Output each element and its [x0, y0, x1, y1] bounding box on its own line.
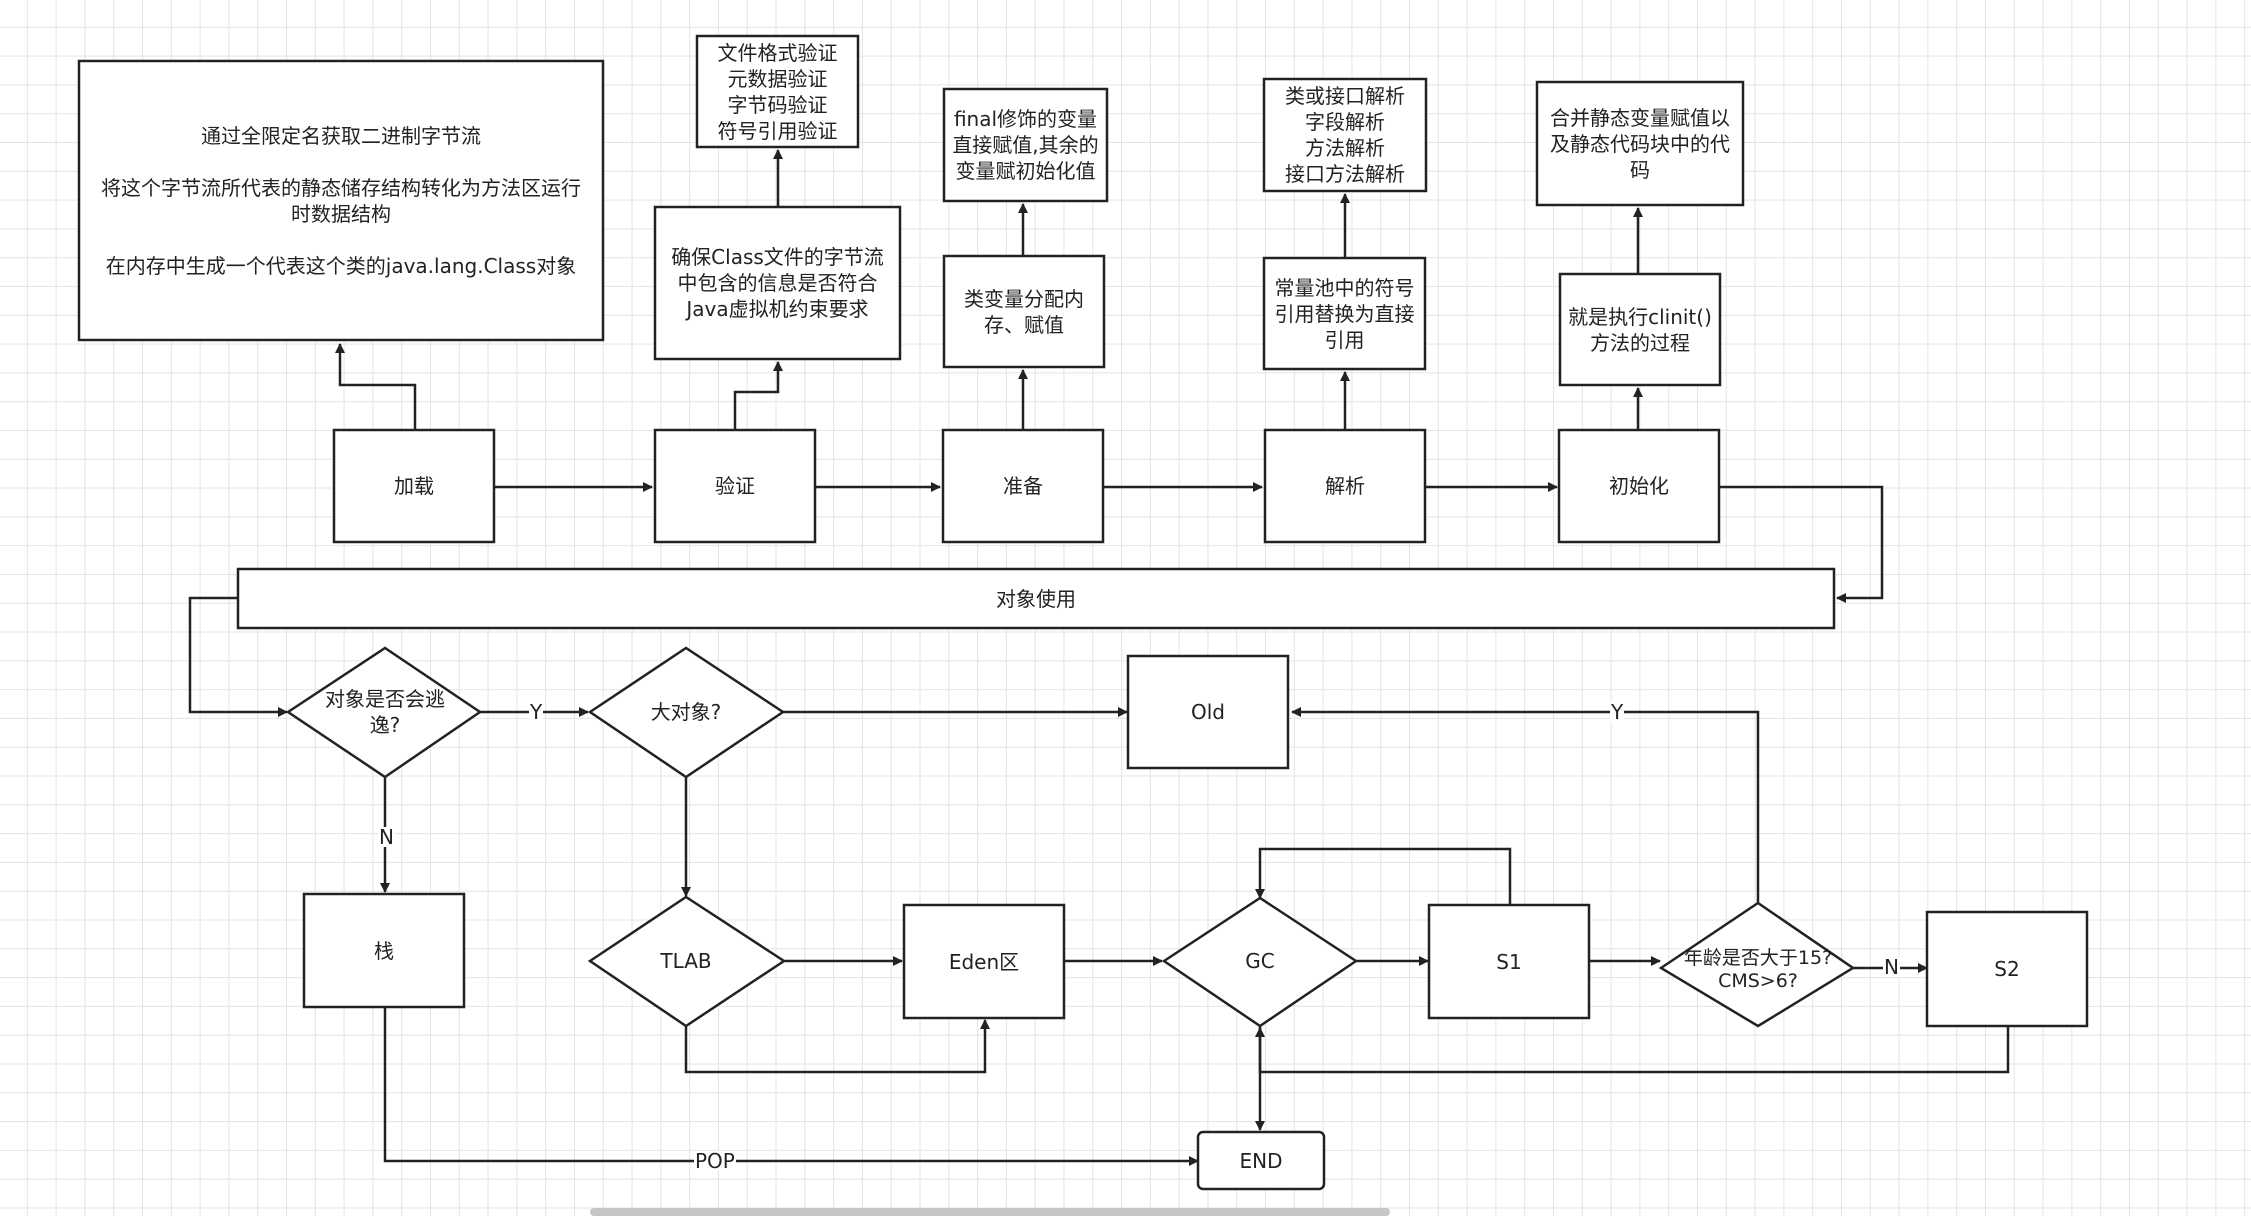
- use-bar: [236, 567, 1836, 630]
- tlab-diamond: [587, 895, 787, 1028]
- edge-label-escape-no: N: [378, 825, 395, 849]
- init-desc-box: [1558, 272, 1722, 387]
- escape-diamond: [285, 646, 483, 779]
- verify-desc-box: [653, 205, 902, 361]
- age-diamond: [1658, 901, 1856, 1028]
- prepare-box: [941, 428, 1105, 544]
- resolve-steps-box: [1262, 77, 1428, 193]
- edge-label-pop: POP: [694, 1149, 736, 1173]
- end-box: [1196, 1130, 1326, 1191]
- s1-box: [1427, 903, 1591, 1020]
- gc-diamond: [1161, 896, 1359, 1028]
- stack-box: [302, 892, 466, 1009]
- load-box: [332, 428, 496, 544]
- horizontal-scrollbar[interactable]: [590, 1208, 1390, 1216]
- prepare-final-box: [942, 87, 1109, 203]
- arrow-age-to-old: [1291, 707, 1760, 902]
- init-desc2-box: [1535, 80, 1745, 207]
- verify-box: [653, 428, 817, 544]
- arrow-verify-to-desc: [733, 361, 783, 430]
- arrow-s1-to-gc: [1255, 847, 1512, 904]
- verify-steps-box: [695, 34, 860, 149]
- s2-box: [1925, 910, 2089, 1028]
- edge-label-escape-yes: Y: [529, 700, 544, 724]
- old-box: [1126, 654, 1290, 770]
- big-diamond: [587, 646, 786, 779]
- arrow-init-to-use: [1720, 485, 1884, 603]
- edge-label-age-no: N: [1883, 955, 1900, 979]
- arrow-s2-to-gc: [1255, 1026, 2010, 1074]
- arrow-stack-to-end: [383, 1007, 1199, 1166]
- prepare-desc-box: [942, 254, 1106, 369]
- resolve-box: [1263, 428, 1427, 544]
- load-desc-box: [77, 59, 605, 342]
- edge-label-age-yes: Y: [1610, 700, 1625, 724]
- arrow-tlab-to-eden-loop: [684, 1019, 990, 1074]
- arrow-load-to-desc: [335, 343, 417, 430]
- eden-box: [902, 903, 1066, 1020]
- init-box: [1557, 428, 1721, 544]
- resolve-desc-box: [1262, 256, 1427, 371]
- arrow-use-to-escape: [188, 596, 288, 717]
